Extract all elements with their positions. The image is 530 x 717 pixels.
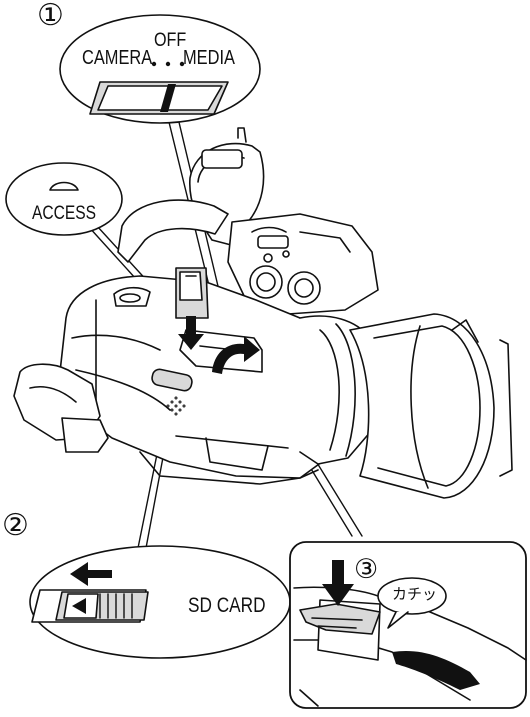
- power-label-off: OFF: [154, 31, 186, 50]
- sd-card-illustration: [176, 268, 208, 318]
- power-label-camera: CAMERA: [82, 48, 152, 68]
- sd-card-label: SD CARD: [188, 595, 266, 616]
- card-switch-graphic: [32, 590, 148, 622]
- access-lamp-label: ACCESS: [32, 204, 96, 223]
- step-number-1: ①: [37, 1, 64, 31]
- step-number-2: ②: [2, 511, 29, 541]
- power-switch-graphic: [90, 82, 228, 114]
- inset-card-insertion: [290, 542, 526, 708]
- power-label-media: MEDIA: [183, 48, 235, 68]
- step-number-3: ③: [354, 556, 378, 583]
- click-sound-label: カチッ: [392, 587, 437, 602]
- callout-access: [6, 163, 122, 235]
